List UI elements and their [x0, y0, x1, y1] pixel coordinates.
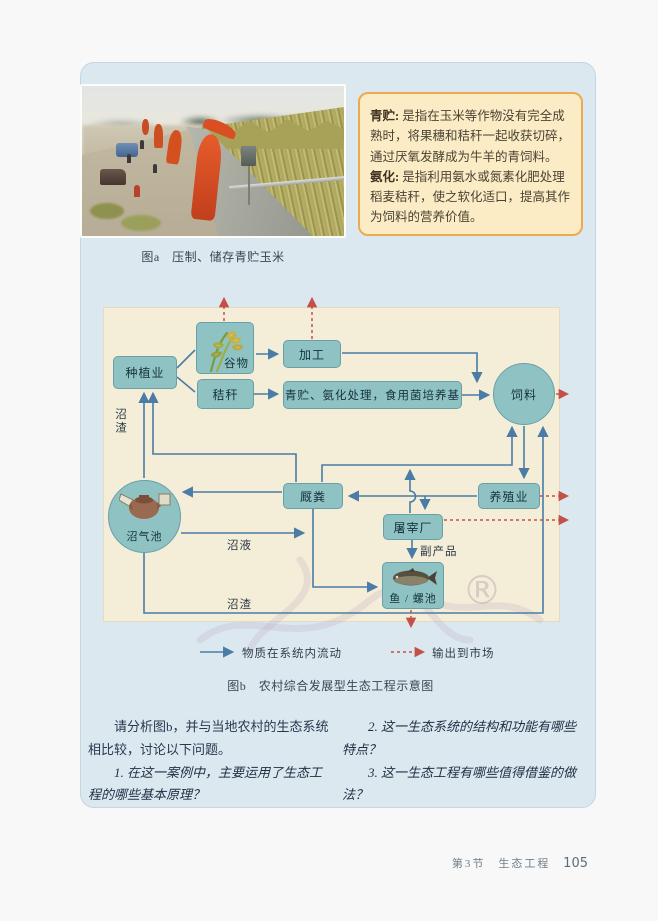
legend-solid-flow: 物质在系统内流动 — [242, 648, 342, 660]
questions-left-column: 请分析图b，并与当地农村的生态系统相比较，讨论以下问题。 1. 在这一案例中，主… — [88, 716, 333, 807]
node-breeding: 养殖业 — [478, 483, 540, 509]
fish-icon — [393, 568, 437, 586]
photo-machine-4 — [142, 119, 150, 135]
figure-a-caption: 图a 压制、储存青贮玉米 — [141, 250, 285, 264]
photo-pole-box — [240, 146, 256, 166]
photo-blue-truck — [116, 143, 139, 157]
page-footer: 第3节 生态工程 105 — [452, 855, 588, 871]
def-qingzhu: 是指在玉米等作物没有完全成熟时，将果穗和秸秆一起收获切碎，通过厌氧发酵成为牛羊的… — [370, 109, 571, 164]
node-treatment: 青贮、氨化处理，食用菌培养基 — [283, 381, 462, 409]
node-slaughterhouse: 屠宰厂 — [383, 514, 443, 540]
node-biogas-label: 沼气池 — [126, 531, 163, 543]
questions-right-column: 2. 这一生态系统的结构和功能有哪些特点？ 3. 这一生态工程有哪些值得借鉴的做… — [342, 716, 587, 807]
node-manure-label: 厩粪 — [299, 489, 326, 504]
node-fish-pond-label: 鱼 / 螺池 — [389, 593, 437, 605]
photo-worker — [152, 164, 157, 173]
definition-box: 青贮: 是指在玉米等作物没有完全成熟时，将果穗和秸秆一起收获切碎，通过厌氧发酵成… — [358, 92, 583, 236]
node-feed-label: 饲料 — [510, 387, 537, 402]
node-breeding-label: 养殖业 — [489, 489, 529, 504]
question-1: 1. 在这一案例中，主要运用了生态工程的哪些基本原理？ — [88, 764, 323, 803]
photo-green-pile — [121, 215, 162, 231]
edge-label-byproduct: 副产品 — [420, 546, 458, 558]
node-grain: 谷物 — [196, 322, 254, 374]
edge-label-slurry: 沼液 — [227, 540, 252, 552]
photo-green-pile — [89, 203, 124, 219]
node-straw-label: 秸秆 — [212, 387, 239, 402]
def-anhua: 是指利用氨水或氮素化肥处理稻麦秸秆，使之软化适口，提高其作为饲料的营养价值。 — [370, 169, 571, 225]
node-processing-label: 加工 — [298, 347, 325, 362]
node-processing: 加工 — [283, 340, 341, 368]
node-slaughterhouse-label: 屠宰厂 — [393, 520, 433, 535]
wheat-icon — [209, 331, 244, 373]
node-planting: 种植业 — [113, 356, 177, 389]
silage-photo — [82, 86, 344, 236]
photo-pole — [248, 156, 251, 205]
photo-worker — [126, 153, 131, 163]
node-feed: 饲料 — [493, 363, 555, 425]
photo-machine-3 — [154, 123, 164, 148]
legend-market-output: 输出到市场 — [432, 648, 495, 660]
photo-cart — [100, 168, 127, 185]
term-qingzhu: 青贮: — [370, 109, 400, 123]
term-anhua: 氨化: — [370, 169, 400, 184]
edge-label-residue-bottom: 沼渣 — [227, 599, 252, 611]
node-straw: 秸秆 — [197, 379, 254, 409]
footer-section-title: 第3节 生态工程 — [451, 858, 551, 870]
figure-a-photo — [80, 84, 346, 238]
question-3: 3. 这一生态工程有哪些值得借鉴的做法？ — [342, 764, 577, 803]
node-fish-pond: 鱼 / 螺池 — [382, 562, 444, 609]
node-grain-label: 谷物 — [224, 358, 249, 370]
node-biogas: 沼气池 — [108, 480, 181, 553]
figure-b-caption: 图b 农村综合发展型生态工程示意图 — [227, 679, 434, 693]
questions-intro: 请分析图b，并与当地农村的生态系统相比较，讨论以下问题。 — [88, 719, 329, 757]
node-planting-label: 种植业 — [125, 366, 165, 380]
watermark-registered-icon: ® — [462, 568, 502, 614]
photo-worker-red — [134, 185, 141, 197]
node-manure: 厩粪 — [283, 483, 343, 509]
photo-worker — [139, 140, 144, 149]
question-2: 2. 这一生态系统的结构和功能有哪些特点？ — [342, 719, 577, 757]
biogas-pot-icon — [119, 493, 171, 519]
footer-page-number: 105 — [563, 856, 588, 871]
node-treatment-label: 青贮、氨化处理，食用菌培养基 — [285, 390, 460, 402]
edge-label-residue-left: 沼渣 — [114, 408, 126, 435]
